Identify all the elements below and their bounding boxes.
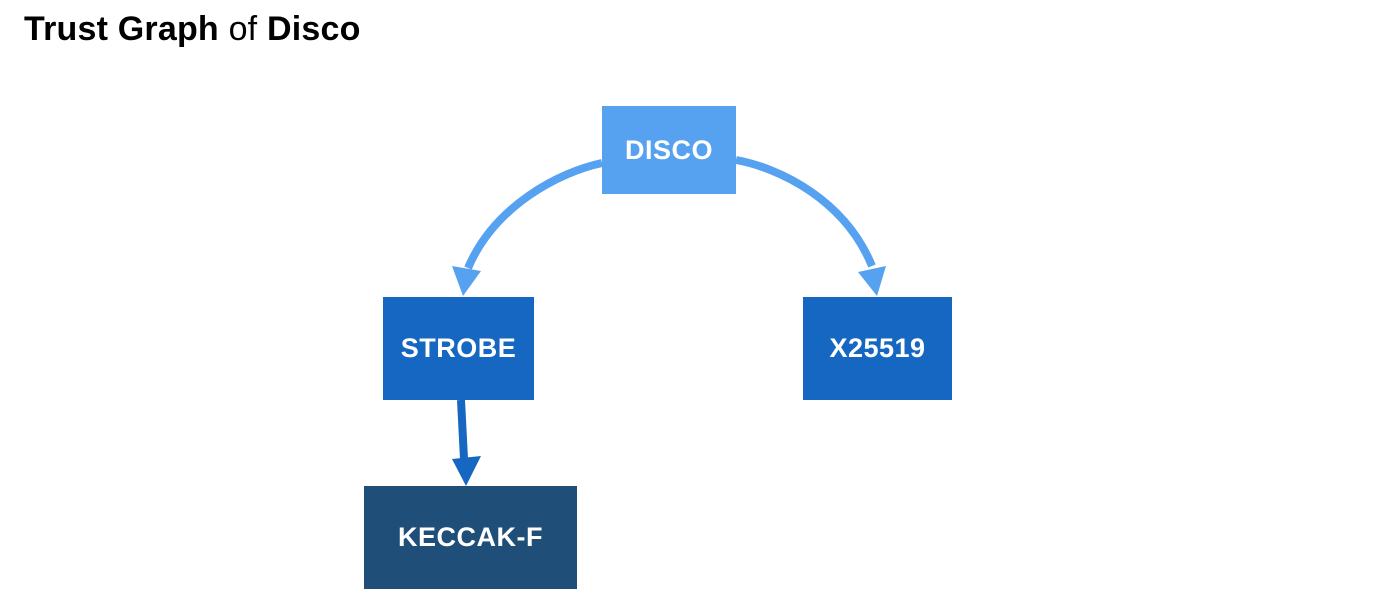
edge-disco-strobe bbox=[464, 159, 603, 270]
title-subject: Disco bbox=[266, 10, 361, 48]
page-title: Trust Graph of Disco bbox=[24, 10, 361, 49]
edge-disco-x25519 bbox=[735, 156, 876, 268]
node-strobe[interactable]: STROBE bbox=[383, 297, 534, 400]
node-keccak-f[interactable]: KECCAK-F bbox=[364, 486, 577, 589]
node-strobe-label: STROBE bbox=[400, 333, 517, 363]
node-x25519-label: X25519 bbox=[829, 333, 926, 363]
node-disco-label: DISCO bbox=[624, 134, 713, 165]
node-disco[interactable]: DISCO bbox=[602, 106, 736, 194]
arrowhead-strobe-keccakf-icon bbox=[452, 456, 481, 486]
node-x25519[interactable]: X25519 bbox=[803, 297, 952, 400]
title-prefix: Trust Graph bbox=[24, 10, 219, 48]
edge-strobe-keccakf bbox=[457, 399, 468, 460]
node-keccak-f-label: KECCAK-F bbox=[398, 522, 543, 552]
arrowhead-disco-x25519-icon bbox=[858, 266, 886, 296]
title-connector: of bbox=[228, 10, 258, 48]
arrowhead-disco-strobe-icon bbox=[452, 266, 481, 296]
